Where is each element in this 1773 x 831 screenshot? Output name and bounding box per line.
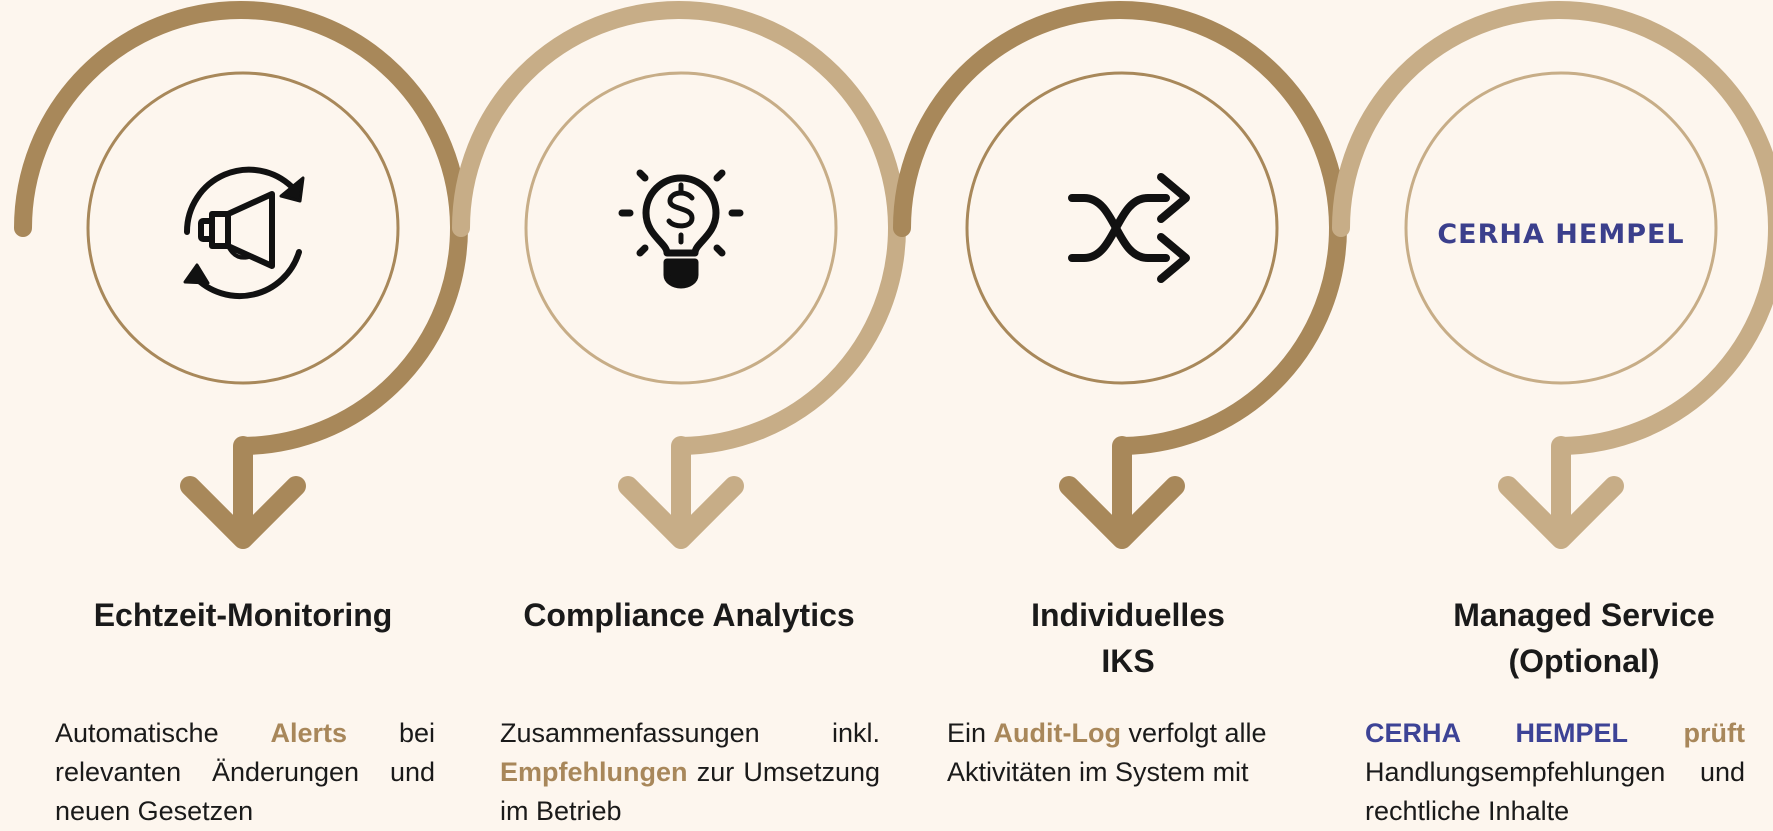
step-3-desc-pre: Ein <box>947 718 994 748</box>
shuffle-arrows-icon <box>1068 173 1190 283</box>
step-3-desc-post: verfolgt alle Aktivitäten im System mit <box>947 718 1267 787</box>
step-2-desc-post: zur Umsetzung im Betrieb <box>500 757 880 826</box>
step-2-desc-highlight: Empfehlungen <box>500 757 688 787</box>
step-2-circle <box>524 71 838 385</box>
lightbulb-dollar-icon <box>618 169 744 289</box>
step-3-description: Ein Audit-Log verfolgt alle Aktivitäten … <box>947 714 1327 792</box>
step-4-title: Managed Service (Optional) <box>1404 592 1764 684</box>
step-1-desc-post: bei relevanten Änderungen und neuen Gese… <box>55 718 435 826</box>
step-4-desc-post: Handlungsempfehlungen und rechtliche Inh… <box>1365 757 1745 826</box>
step-2-description: Zusammenfassungen inkl. Empfehlungen zur… <box>500 714 880 831</box>
step-4-circle <box>1404 71 1718 385</box>
step-3-title-line-1: Individuelles <box>1031 597 1225 633</box>
step-1-description: Automatische Alerts bei relevanten Änder… <box>55 714 435 831</box>
step-3-title: Individuelles IKS <box>948 592 1308 684</box>
step-1-desc-highlight: Alerts <box>270 718 348 748</box>
step-1-circle <box>86 71 400 385</box>
megaphone-refresh-icon <box>183 166 305 300</box>
step-1-connector <box>14 1 468 549</box>
step-3-circle <box>965 71 1279 385</box>
step-3-title-line-2: IKS <box>1101 643 1155 679</box>
svg-text:CERHA HEMPEL: CERHA HEMPEL <box>1437 219 1684 250</box>
step-4-connector <box>1332 1 1773 549</box>
step-4-title-line-2: (Optional) <box>1508 643 1660 679</box>
step-1-desc-pre: Automatische <box>55 718 271 748</box>
step-2-title: Compliance Analytics <box>509 592 869 638</box>
step-4-desc-brand: CERHA HEMPEL <box>1365 718 1629 748</box>
step-1-title: Echtzeit-Monitoring <box>63 592 423 638</box>
step-2-connector <box>452 1 906 549</box>
step-4-title-line-1: Managed Service <box>1453 597 1715 633</box>
cerha-hempel-logo: CERHA HEMPEL <box>1437 219 1684 250</box>
step-2-title-line: Compliance Analytics <box>523 597 855 633</box>
step-3-connector <box>893 1 1347 549</box>
step-4-desc-highlight: prüft <box>1683 718 1745 748</box>
step-4-description: CERHA HEMPEL prüft Handlungsempfehlungen… <box>1365 714 1745 831</box>
step-1-title-line: Echtzeit-Monitoring <box>93 597 393 633</box>
step-3-desc-highlight: Audit-Log <box>993 718 1121 748</box>
step-2-desc-pre: Zusammenfassungen inkl. <box>500 718 880 748</box>
